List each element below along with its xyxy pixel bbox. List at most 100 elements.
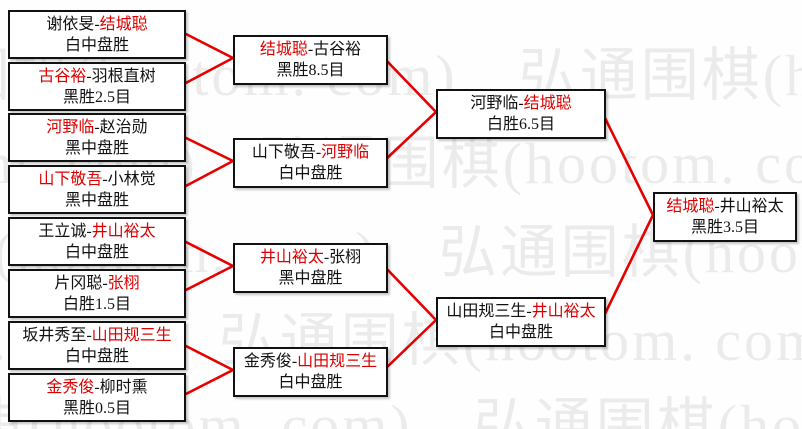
match-result: 黑中盘胜 — [64, 139, 129, 157]
player-name-winner: 结城聪 — [99, 15, 148, 33]
matchup: 古谷裕-羽根直树 — [38, 66, 155, 87]
player-name: 山下敬吾 — [251, 144, 316, 161]
match-box-r1-6: 片冈聪-张栩 白胜1.5目 — [8, 269, 186, 318]
player-name: 片冈聪 — [54, 274, 103, 292]
vs-dash: - — [714, 198, 720, 215]
bracket-connector — [181, 134, 234, 163]
player-name-winner: 张栩 — [107, 274, 140, 292]
match-result: 白中盘胜 — [64, 36, 129, 54]
vs-dash: - — [307, 41, 314, 58]
bracket-connector — [181, 342, 234, 372]
vs-dash: - — [94, 15, 100, 33]
match-result: 白中盘胜 — [278, 165, 343, 182]
player-name: 张栩 — [329, 249, 362, 266]
vs-dash: - — [86, 67, 92, 85]
match-box-sf-1: 河野临-结城聪 白胜6.5目 — [436, 89, 606, 139]
matchup: 坂井秀至-山田规三生 — [22, 325, 171, 346]
player-name-winner: 结城聪 — [666, 198, 715, 215]
match-result: 白中盘胜 — [64, 243, 129, 261]
matchup: 河野临-赵治勋 — [46, 117, 147, 138]
player-name-winner: 结城聪 — [259, 41, 308, 58]
match-result: 白中盘胜 — [64, 347, 129, 365]
player-name-winner: 结城聪 — [523, 95, 572, 112]
vs-dash: - — [315, 144, 322, 161]
match-result: 白胜6.5目 — [486, 116, 555, 133]
player-name-winner: 井山裕太 — [531, 303, 596, 320]
match-box-r2-3: 井山裕太-张栩 黑中盘胜 — [233, 243, 388, 293]
bracket-connector — [181, 264, 234, 294]
bracket-connector — [383, 111, 437, 162]
matchup: 井山裕太-张栩 — [260, 247, 361, 268]
player-name-winner: 山下敬吾 — [38, 170, 103, 188]
matchup: 山田规三生-井山裕太 — [446, 301, 595, 322]
bracket-connector — [181, 368, 234, 398]
player-name: 河野临 — [470, 95, 519, 112]
player-name: 羽根直树 — [91, 67, 156, 85]
vs-dash: - — [518, 95, 524, 112]
matchup: 王立诚-井山裕太 — [38, 221, 155, 242]
match-box-r1-3: 河野临-赵治勋 黑中盘胜 — [8, 113, 186, 162]
vs-dash: - — [102, 274, 108, 292]
vs-dash: - — [102, 170, 108, 188]
match-result: 白中盘胜 — [278, 374, 343, 391]
match-result: 黑中盘胜 — [64, 191, 129, 209]
match-box-r1-8: 金秀俊-柳时熏 黑胜0.5目 — [8, 373, 186, 422]
player-name: 赵治勋 — [99, 118, 148, 136]
match-box-r1-2: 古谷裕-羽根直树 黑胜2.5目 — [8, 62, 186, 111]
matchup: 金秀俊-柳时熏 — [46, 377, 147, 398]
match-box-r2-2: 山下敬吾-河野临 白中盘胜 — [233, 138, 388, 188]
player-name-winner: 山田规三生 — [91, 326, 172, 344]
match-result: 黑中盘胜 — [278, 270, 343, 287]
bracket-connector — [181, 30, 234, 60]
player-name: 井山裕太 — [719, 198, 784, 215]
vs-dash: - — [86, 326, 92, 344]
player-name-winner: 河野临 — [321, 144, 370, 161]
player-name: 古谷裕 — [313, 41, 362, 58]
match-result: 黑胜8.5目 — [276, 62, 345, 79]
vs-dash: - — [86, 222, 92, 240]
bracket-connector — [181, 159, 234, 190]
match-box-final: 结城聪-井山裕太 黑胜3.5目 — [653, 192, 797, 242]
matchup: 山下敬吾-河野临 — [252, 142, 369, 163]
match-box-r1-5: 王立诚-井山裕太 白中盘胜 — [8, 217, 186, 266]
vs-dash: - — [323, 249, 330, 266]
bracket-connector — [383, 319, 437, 371]
player-name: 金秀俊 — [243, 353, 292, 370]
matchup: 结城聪-井山裕太 — [666, 196, 783, 217]
player-name: 坂井秀至 — [22, 326, 87, 344]
vs-dash: - — [291, 353, 298, 370]
matchup: 山下敬吾-小林觉 — [38, 169, 155, 190]
match-result: 黑胜2.5目 — [62, 88, 131, 106]
match-box-r1-4: 山下敬吾-小林觉 黑中盘胜 — [8, 165, 186, 214]
match-box-r1-7: 坂井秀至-山田规三生 白中盘胜 — [8, 321, 186, 370]
player-name-winner: 山田规三生 — [297, 353, 378, 370]
match-box-r2-1: 结城聪-古谷裕 黑胜8.5目 — [233, 35, 388, 85]
vs-dash: - — [526, 303, 532, 320]
matchup: 结城聪-古谷裕 — [260, 39, 361, 60]
matchup: 河野临-结城聪 — [470, 93, 571, 114]
player-name: 小林觉 — [107, 170, 156, 188]
player-name-winner: 井山裕太 — [259, 249, 324, 266]
match-box-r2-4: 金秀俊-山田规三生 白中盘胜 — [233, 347, 388, 397]
bracket-connector — [181, 238, 234, 268]
bracket-connector — [600, 111, 655, 216]
player-name-winner: 井山裕太 — [91, 222, 156, 240]
match-box-sf-2: 山田规三生-井山裕太 白中盘胜 — [436, 297, 606, 347]
bracket-connector — [383, 57, 437, 113]
vs-dash: - — [94, 118, 100, 136]
player-name: 山田规三生 — [446, 303, 527, 320]
vs-dash: - — [94, 378, 100, 396]
match-result: 白中盘胜 — [488, 324, 553, 341]
player-name-winner: 河野临 — [46, 118, 95, 136]
bracket-connector — [383, 265, 437, 321]
match-result: 黑胜0.5目 — [62, 399, 131, 417]
bracket-connector — [181, 56, 234, 87]
player-name: 柳时熏 — [99, 378, 148, 396]
match-box-r1-1: 谢依旻-结城聪 白中盘胜 — [8, 10, 186, 59]
bracket-connector — [600, 214, 655, 321]
match-result: 白胜1.5目 — [62, 295, 131, 313]
matchup: 金秀俊-山田规三生 — [244, 351, 377, 372]
player-name: 王立诚 — [38, 222, 87, 240]
matchup: 片冈聪-张栩 — [54, 273, 139, 294]
